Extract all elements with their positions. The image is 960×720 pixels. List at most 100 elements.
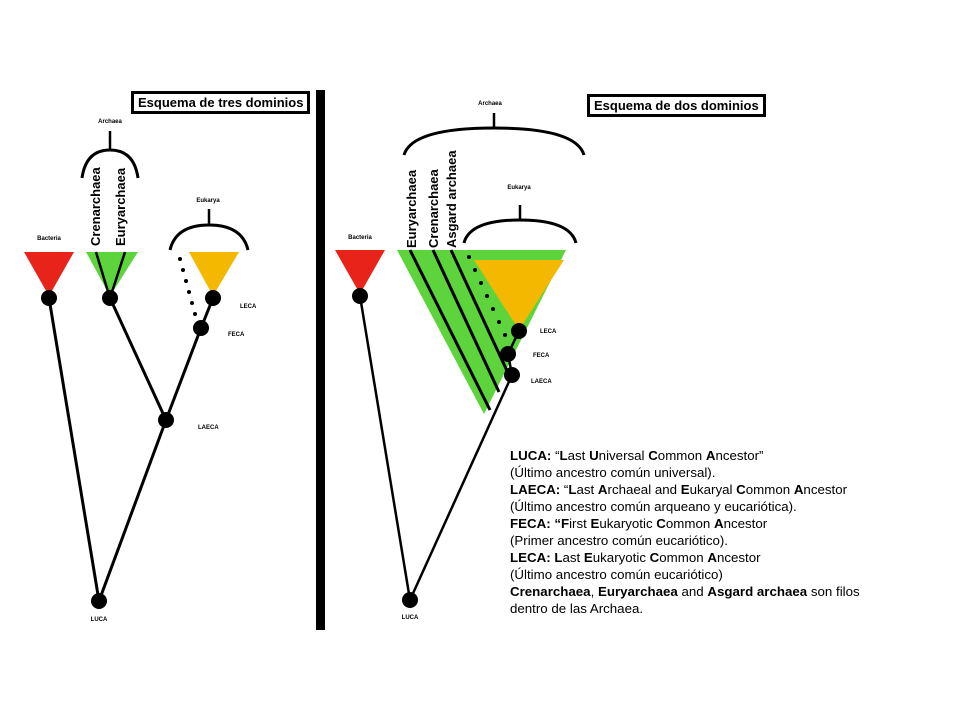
bacteria-node: [41, 290, 57, 306]
two-domains-title: Esquema de dos dominios: [587, 94, 766, 117]
lineage-line: [408, 249, 492, 411]
legend-leca-es: (Último ancestro común eucariótico): [510, 567, 723, 582]
legend-text: A: [793, 482, 804, 497]
divider-bar: [316, 90, 325, 630]
luca-node: [402, 592, 418, 608]
eukarya-triangle: [189, 252, 239, 296]
feca-node: [193, 320, 209, 336]
bacteria-label: Bacteria: [37, 236, 61, 242]
legend-text: irst: [569, 516, 591, 531]
crenarchaea-label: Crenarchaea: [88, 166, 103, 246]
luca-label: LUCA: [402, 615, 419, 621]
legend-text: F: [560, 516, 570, 531]
asgard-archaea-label: Asgard archaea: [444, 150, 459, 248]
legend-text: L: [554, 550, 563, 565]
leca-node: [511, 323, 527, 339]
eukarya-bracket: [168, 223, 250, 251]
legend-leca-line: LECA: Last Eukaryotic Common Ancestor: [510, 549, 930, 566]
feca-node: [500, 346, 516, 362]
legend-text: ncestor: [723, 516, 768, 531]
legend-text: FECA: “: [510, 516, 561, 531]
leca-node: [205, 290, 221, 306]
euryarchaea-label: Euryarchaea: [113, 167, 128, 246]
legend-text: LUCA:: [510, 448, 556, 463]
feca-dotted-lineage: [467, 255, 507, 337]
legend-text: L: [568, 482, 577, 497]
laeca-label: LAECA: [198, 425, 219, 431]
lineage-line: [449, 249, 510, 374]
legend-laeca-line: LAECA: “Last Archaeal and Eukaryal Commo…: [510, 481, 930, 498]
two-domains-title-text: Esquema de dos dominios: [594, 98, 759, 113]
legend-text: niversal: [598, 448, 649, 463]
legend-text: ukaryotic: [592, 550, 650, 565]
legend-text: ommon: [665, 516, 714, 531]
legend-text: C: [736, 482, 746, 497]
legend-text: ,: [590, 584, 598, 599]
feca-label: FECA: [228, 332, 245, 338]
laeca-node: [158, 412, 174, 428]
branch: [358, 295, 412, 601]
leca-label: LECA: [540, 329, 557, 335]
lineage-line: [431, 249, 501, 393]
legend-text: ukaryotic: [599, 516, 657, 531]
legend-text: “: [555, 448, 560, 463]
legend-text: ommon: [657, 448, 706, 463]
legend-text: L: [559, 448, 568, 463]
legend-filos-line: Crenarchaea, Euryarchaea and Asgard arch…: [510, 583, 930, 600]
legend-laeca-es: (Último ancestro común arqueano y eucari…: [510, 499, 797, 514]
eukarya-bracket: [462, 218, 578, 244]
legend-text: ncestor: [716, 550, 761, 565]
legend-text: “: [563, 482, 569, 497]
legend-text: E: [583, 550, 593, 565]
legend-text: ncestor: [803, 482, 848, 497]
luca-node: [91, 593, 107, 609]
archaea-node: [102, 290, 118, 306]
legend-text: C: [656, 516, 666, 531]
crenarchaea-label: Crenarchaea: [426, 168, 441, 248]
legend-text: Crenarchaea: [510, 584, 591, 599]
three-domains-title-text: Esquema de tres dominios: [138, 95, 304, 110]
branch: [47, 297, 101, 602]
luca-label: LUCA: [91, 617, 108, 623]
branch: [108, 297, 168, 421]
legend-text: LECA:: [510, 550, 555, 565]
legend-text: E: [680, 482, 690, 497]
legend-text: A: [713, 516, 724, 531]
legend-text: ukaryal: [689, 482, 737, 497]
legend-text: ncestor”: [715, 448, 764, 463]
eukarya-label: Eukarya: [507, 185, 531, 191]
legend-text: ommon: [659, 550, 708, 565]
feca-label: FECA: [533, 353, 550, 359]
branch: [97, 419, 168, 602]
legend-feca-line: FECA: “First Eukaryotic Common Ancestor: [510, 515, 930, 532]
legend-text: ast: [567, 448, 590, 463]
legend-text: A: [705, 448, 716, 463]
bacteria-label: Bacteria: [348, 235, 372, 241]
archaea-bracket: [402, 126, 586, 156]
legend-text: ommon: [745, 482, 794, 497]
branch: [408, 374, 514, 601]
laeca-label: LAECA: [531, 379, 552, 385]
bacteria-triangle: [24, 252, 74, 296]
legend-text: rchaeal and: [607, 482, 681, 497]
bacteria-triangle: [335, 250, 385, 294]
legend-text: Euryarchaea: [597, 584, 678, 599]
leca-label: LECA: [240, 304, 257, 310]
legend-text: A: [597, 482, 608, 497]
legend-text: ast: [576, 482, 598, 497]
legend-text: A: [707, 550, 717, 565]
bacteria-node: [352, 288, 368, 304]
legend-text: C: [649, 550, 660, 565]
eukarya-label: Eukarya: [196, 198, 220, 204]
three-domains-title: Esquema de tres dominios: [131, 91, 311, 114]
three-domain-tree: Archaea Eukarya Bacteria Crenarchaea Eur…: [24, 119, 257, 623]
legend-text: Asgard archaea: [707, 584, 808, 599]
legend-luca-line: LUCA: “Last Universal Common Ancestor”: [510, 447, 930, 464]
archaea-label: Archaea: [478, 101, 502, 107]
legend-filos-2: dentro de las Archaea.: [510, 601, 644, 616]
legend-text: ast: [562, 550, 584, 565]
feca-dotted-lineage: [178, 257, 197, 316]
legend: LUCA: “Last Universal Common Ancestor” (…: [510, 447, 930, 617]
legend-text: LAECA:: [510, 482, 564, 497]
